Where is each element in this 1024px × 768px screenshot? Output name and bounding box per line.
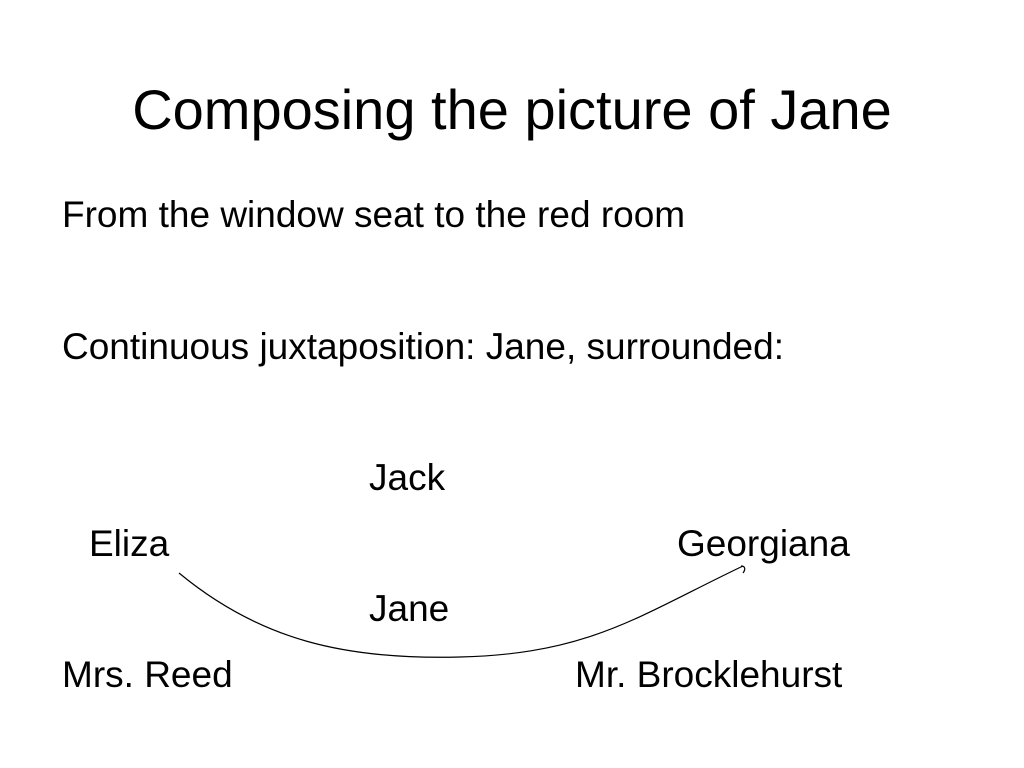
name-georgiana: Georgiana [677, 523, 850, 564]
name-jack: Jack [369, 457, 446, 498]
name-eliza: Eliza [89, 523, 170, 564]
slide-title: Composing the picture of Jane [132, 78, 892, 141]
name-mrs-reed: Mrs. Reed [62, 654, 233, 695]
name-jane: Jane [369, 588, 450, 629]
subtitle-line: From the window seat to the red room [62, 194, 686, 235]
arc-end-hook [740, 565, 746, 574]
name-mr-brocklehurst: Mr. Brocklehurst [575, 654, 843, 695]
juxtaposition-line: Continuous juxtaposition: Jane, surround… [62, 326, 784, 367]
arc-curve [178, 565, 744, 658]
